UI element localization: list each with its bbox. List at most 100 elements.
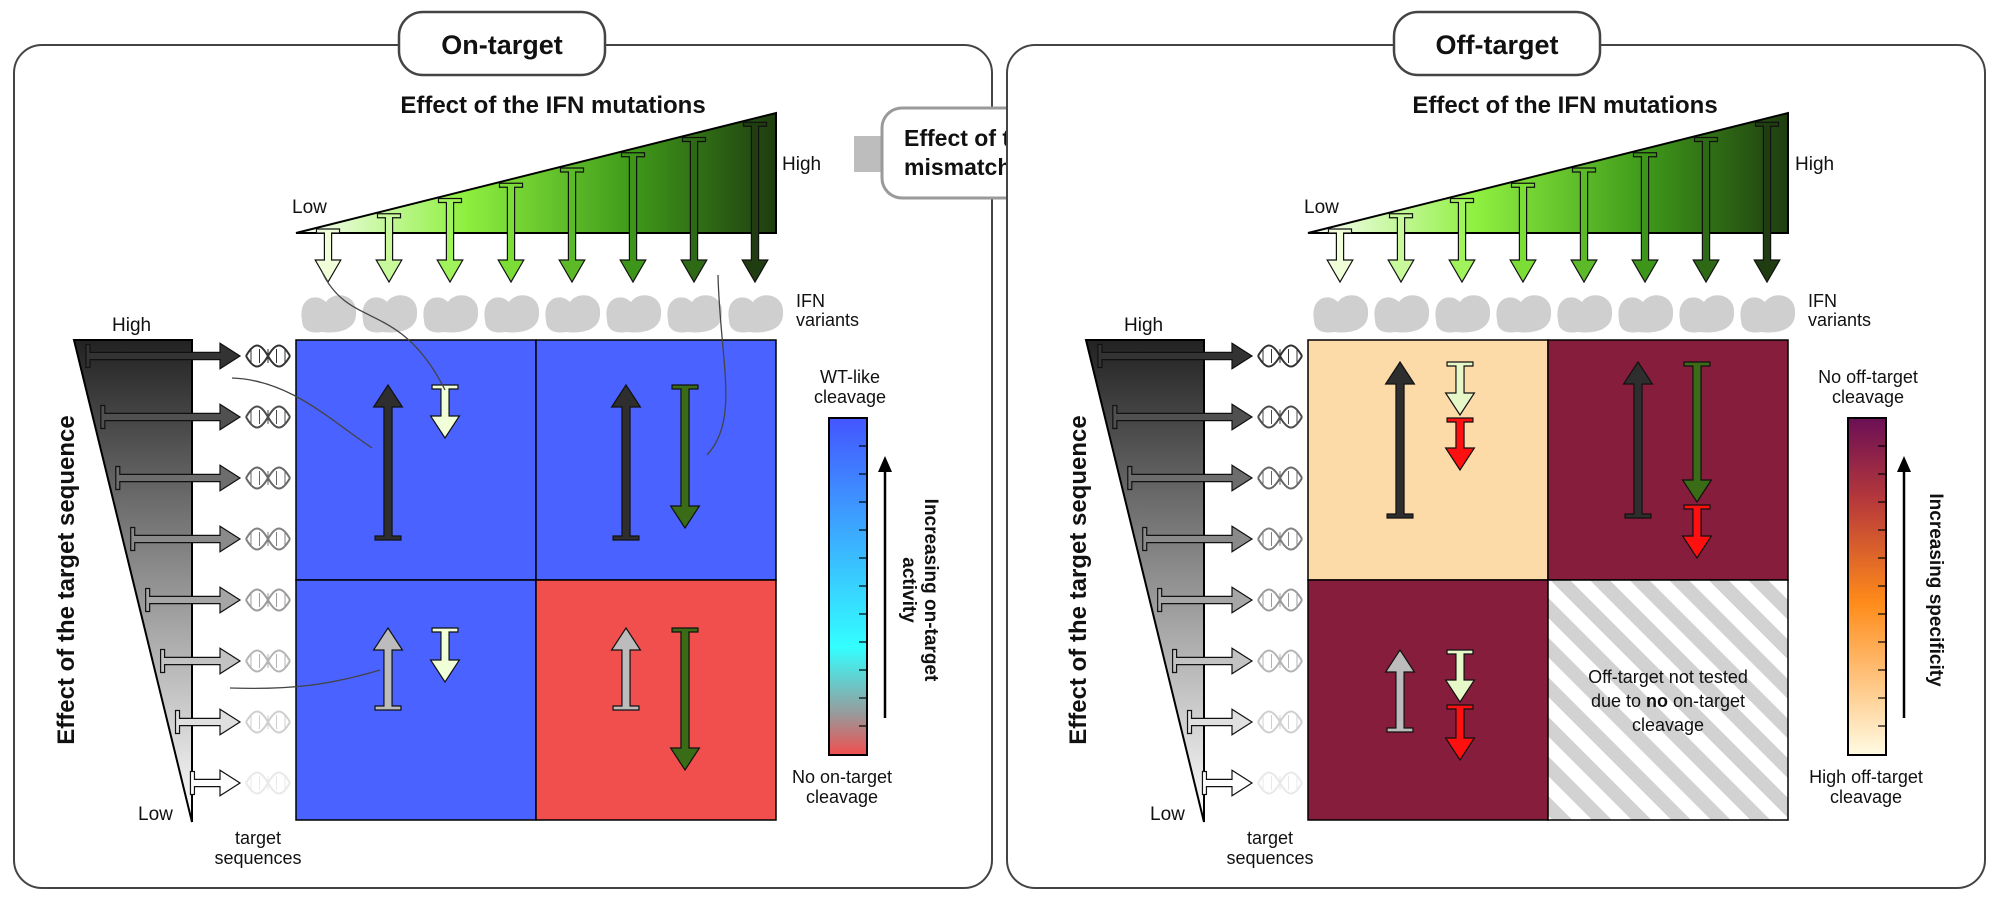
ifn-arrow-7 (680, 136, 708, 284)
off-top-axis-title: Effect of the IFN mutations (1412, 92, 1717, 119)
ifn-variant-blob-8 (1740, 295, 1796, 333)
off-colorbar-bottom-2: cleavage (1830, 787, 1902, 807)
target-arrow-4 (1142, 525, 1254, 553)
ifn-variant-blob-6 (1618, 295, 1674, 333)
off-ifn-label-2: variants (1808, 310, 1871, 330)
ifn-arrow-3 (1448, 197, 1476, 284)
off-tr-target-arrow (1622, 360, 1654, 519)
dna-icon-1 (245, 344, 291, 368)
target-arrow-2 (1112, 403, 1254, 431)
off-top-axis-high: High (1795, 154, 1834, 175)
ifn-variant-blob-3 (1435, 295, 1491, 333)
ifn-arrow-2 (375, 213, 403, 284)
dna-icon-7 (245, 710, 291, 734)
ifn-variant-blob-8 (728, 295, 784, 333)
ifn-arrow-2 (1387, 213, 1415, 284)
target-arrow-8 (189, 769, 242, 797)
off-target-title: Off-target (1436, 30, 1559, 60)
on-tr-ifn-arrow (669, 384, 701, 530)
untested-note: Off-target not tested due to no on-targe… (1588, 667, 1748, 735)
on-br-target-arrow (610, 626, 642, 711)
ifn-arrow-8 (741, 121, 769, 284)
off-target-seq-label-2: sequences (1226, 848, 1313, 868)
target-arrow-1 (85, 342, 242, 370)
target-arrow-2 (100, 403, 242, 431)
on-quadrant-top-left (295, 339, 537, 581)
ifn-arrow-8 (1753, 121, 1781, 284)
target-arrow-7 (1186, 708, 1254, 736)
ifn-arrow-6 (619, 152, 647, 284)
off-tr-ifn-arrow (1681, 361, 1713, 504)
ifn-arrow-5 (1570, 167, 1598, 284)
dna-icon-4 (1257, 527, 1303, 551)
off-target-panel: Off-target Effect of the IFN mutations L… (1006, 10, 1986, 889)
off-ifn-arrows (1326, 121, 1781, 284)
on-top-axis-low: Low (292, 197, 327, 218)
dna-icon-2 (245, 405, 291, 429)
on-ifn-label-1: IFN (796, 291, 825, 311)
ifn-arrow-5 (558, 167, 586, 284)
off-ifn-variant-blobs (1313, 295, 1796, 333)
off-top-axis-low: Low (1304, 197, 1339, 218)
dna-icon-3 (245, 466, 291, 490)
off-quadrant-top-right (1547, 339, 1789, 581)
ifn-arrow-4 (497, 182, 525, 284)
ifn-variant-blob-4 (1496, 295, 1552, 333)
on-target-title-box (397, 10, 607, 77)
on-colorbar-bottom-1: No on-target (792, 767, 892, 787)
ifn-variant-blob-4 (484, 295, 540, 333)
target-arrow-6 (159, 647, 242, 675)
target-arrow-3 (1127, 464, 1254, 492)
off-ifn-effect-wedge (1307, 111, 1789, 234)
ifn-variant-blob-7 (1679, 295, 1735, 333)
on-br-ifn-arrow (669, 627, 701, 772)
target-arrow-5 (1157, 586, 1254, 614)
on-ifn-label-2: variants (796, 310, 859, 330)
dna-icon-5 (1257, 588, 1303, 612)
off-colorbar-top-1: No off-target (1818, 367, 1918, 387)
on-bl-ifn-arrow (429, 627, 461, 684)
ifn-variant-blob-3 (423, 295, 479, 333)
on-tl-target-arrow (372, 383, 404, 541)
on-side-axis-title: Effect of the target sequence (53, 415, 80, 744)
on-quadrant-top-right (535, 339, 777, 581)
on-target-sequence-arrows (85, 342, 242, 797)
untested-line-2-suffix: on-target (1668, 691, 1745, 711)
ifn-arrow-6 (1631, 152, 1659, 284)
off-ifn-label-1: IFN (1808, 291, 1837, 311)
dna-icon-6 (1257, 649, 1303, 673)
on-ifn-arrows (314, 121, 769, 284)
off-colorbar-top-2: cleavage (1832, 387, 1904, 407)
untested-line-1: Off-target not tested (1588, 667, 1748, 687)
target-arrow-3 (115, 464, 242, 492)
dna-icon-5 (245, 588, 291, 612)
target-arrow-7 (174, 708, 242, 736)
dna-icon-1 (1257, 344, 1303, 368)
target-arrow-5 (145, 586, 242, 614)
on-increasing-arrowhead (878, 456, 892, 472)
ifn-arrow-3 (436, 197, 464, 284)
ifn-variant-blob-1 (301, 295, 357, 333)
off-increasing-label-1: Increasing specificity (1925, 493, 1946, 687)
ifn-variant-blob-7 (667, 295, 723, 333)
off-tl-mismatch-arrow (1444, 417, 1476, 472)
on-tr-target-arrow (610, 383, 642, 541)
on-dna-icons (245, 344, 291, 795)
off-tl-ifn-arrow (1444, 361, 1476, 417)
target-arrow-6 (1171, 647, 1254, 675)
ifn-arrow-1 (314, 228, 342, 284)
off-quadrant-bottom-left (1307, 579, 1549, 821)
off-colorbar-ticks (1878, 445, 1886, 727)
off-target-title-box (1392, 10, 1602, 77)
untested-line-2: due to no on-target (1591, 691, 1745, 711)
on-target-effect-wedge (72, 339, 193, 823)
on-quadrant-bottom-right (535, 579, 777, 821)
dna-icon-2 (1257, 405, 1303, 429)
off-tl-target-arrow (1384, 360, 1416, 519)
on-colorbar-top-2: cleavage (814, 387, 886, 407)
off-bl-ifn-arrow (1444, 649, 1476, 704)
off-bl-mismatch-arrow (1444, 704, 1476, 762)
off-side-axis-high: High (1124, 315, 1163, 336)
off-side-axis-title: Effect of the target sequence (1065, 415, 1092, 744)
on-colorbar-bottom-2: cleavage (806, 787, 878, 807)
